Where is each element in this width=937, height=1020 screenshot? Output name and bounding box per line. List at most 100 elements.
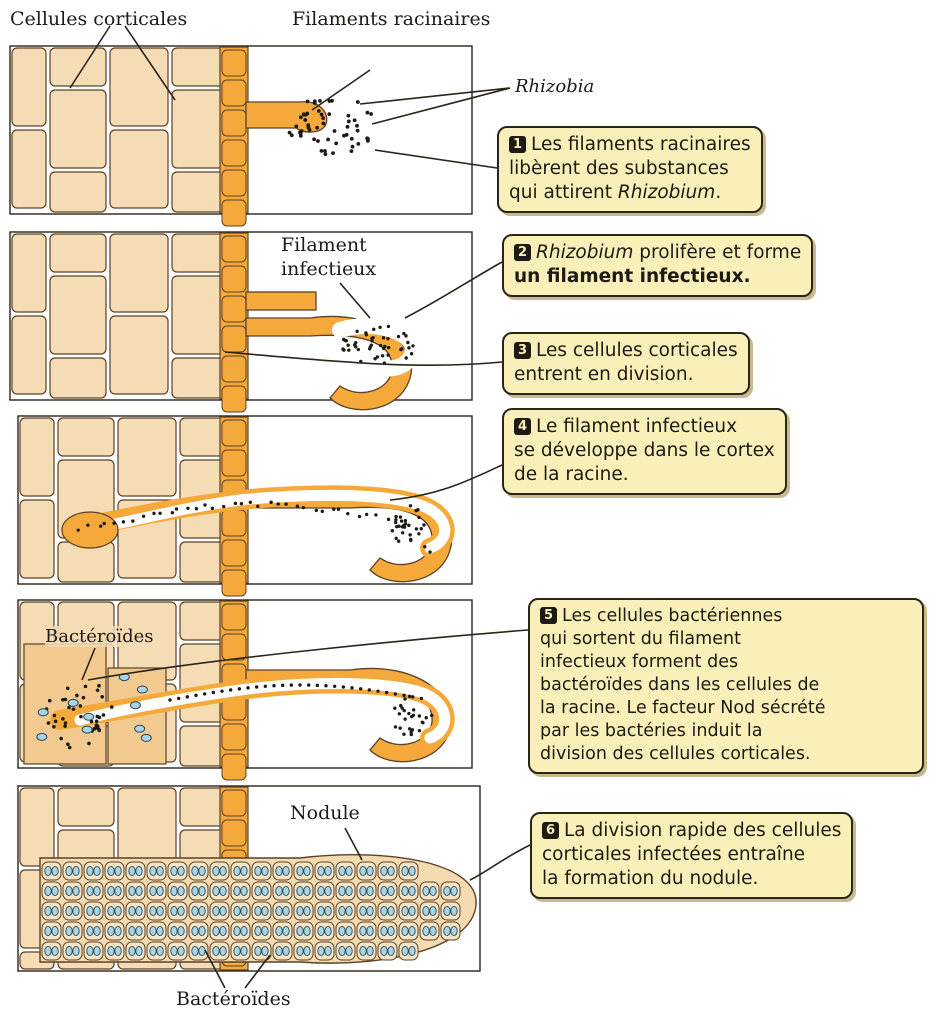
- bacteroid: [220, 866, 226, 875]
- label-bacteroids-bottom: Bactéroïdes: [176, 988, 291, 1010]
- bacteroid: [304, 926, 310, 935]
- rhizobium-dot: [84, 685, 88, 689]
- bacteroid: [304, 886, 310, 895]
- bacteroid: [262, 906, 268, 915]
- rhizobium-dot: [272, 684, 275, 687]
- rhizobium-dot: [347, 120, 351, 124]
- rhizobium-dot: [186, 507, 189, 510]
- bacteroid: [325, 926, 331, 935]
- rhizobium-dot: [264, 685, 267, 688]
- bacteroid: [171, 906, 177, 915]
- bacteroid: [66, 906, 72, 915]
- bacteroid: [451, 886, 457, 895]
- rhizobium-dot: [294, 124, 298, 128]
- cortex-panel-3: [18, 416, 472, 596]
- epidermal-cell: [222, 604, 246, 630]
- rhizobium-dot: [211, 507, 214, 510]
- rhizobium-dot: [316, 684, 319, 687]
- rhizobium-dot: [320, 113, 324, 117]
- epidermal-cell: [222, 386, 246, 412]
- bacteroid: [444, 926, 450, 935]
- rhizobium-dot: [318, 99, 322, 103]
- cortical-cell: [12, 316, 46, 394]
- rhizobium-dot: [408, 727, 411, 730]
- rhizobium-dot: [334, 141, 338, 145]
- bacteroid: [178, 886, 184, 895]
- rhizobium-dot: [298, 683, 301, 686]
- epidermal-cell: [222, 170, 246, 196]
- callout-step-5: 5Les cellules bactériennes qui sortent d…: [528, 598, 924, 774]
- epidermal-cell: [222, 200, 246, 226]
- rhizobium-dot: [428, 550, 431, 553]
- rhizobium-dot: [350, 137, 354, 141]
- epidermal-cell: [222, 326, 246, 352]
- cortical-cell: [118, 418, 176, 496]
- bacteroid: [283, 926, 289, 935]
- rhizobium-dot: [61, 698, 65, 702]
- callout-step-6: 6La division rapide des cellules cortica…: [530, 812, 853, 899]
- bacteroid: [45, 866, 51, 875]
- rhizobium-dot: [378, 326, 381, 329]
- bacteroid: [276, 926, 282, 935]
- bacteroid: [346, 906, 352, 915]
- rhizobium-dot: [342, 134, 346, 138]
- bacteroid: [213, 926, 219, 935]
- bacteroid: [276, 866, 282, 875]
- rhizobium-dot: [246, 686, 249, 689]
- bacteroid: [402, 926, 408, 935]
- bacteroid: [367, 886, 373, 895]
- bacteroid: [73, 866, 79, 875]
- rhizobium-dot: [249, 501, 252, 504]
- bacteroid: [283, 946, 289, 955]
- bacteroid: [87, 866, 93, 875]
- cortical-cell: [58, 418, 114, 456]
- bacteroid: [108, 946, 114, 955]
- bacteroid: [360, 946, 366, 955]
- rhizobium-dot: [415, 527, 418, 530]
- bacteroid: [255, 926, 261, 935]
- cortical-cell: [110, 130, 168, 208]
- rhizobium-dot: [411, 344, 414, 347]
- rhizobium-dot: [401, 531, 404, 534]
- rhizobium-dot: [75, 694, 79, 698]
- cortex-panel-2: [10, 232, 472, 412]
- bacteroid: [402, 866, 408, 875]
- rhizobium-dot: [394, 537, 397, 540]
- rhizobium-dot: [142, 515, 145, 518]
- bacteroid: [94, 946, 100, 955]
- rhizobium-dot: [66, 686, 70, 690]
- bacteroid: [136, 946, 142, 955]
- bacteroid: [129, 886, 135, 895]
- bacteroid: [52, 926, 58, 935]
- bacteroid: [430, 906, 436, 915]
- bacteroid: [115, 866, 121, 875]
- bacteroid: [94, 906, 100, 915]
- bacteroid: [241, 906, 247, 915]
- rhizobium-dot: [346, 512, 349, 515]
- bacteroid: [255, 866, 261, 875]
- rhizobium-dot: [402, 733, 405, 736]
- bacteroid: [150, 926, 156, 935]
- bacteroid: [73, 946, 79, 955]
- rhizobium-dot: [414, 509, 417, 512]
- bacteroid: [220, 906, 226, 915]
- bacteroid: [325, 946, 331, 955]
- rhizobium-dot: [307, 126, 311, 130]
- bacteroid: [94, 886, 100, 895]
- bacteroid: [339, 926, 345, 935]
- bacteroid: [178, 946, 184, 955]
- epidermal-cell: [222, 110, 246, 136]
- bacteroid: [255, 906, 261, 915]
- cortical-cell: [12, 130, 46, 208]
- bacteroid: [45, 886, 51, 895]
- callout-text: un filament infectieux.: [514, 265, 801, 289]
- rhizobium-dot: [399, 704, 402, 707]
- bacteroid: [325, 906, 331, 915]
- bacteroid: [171, 946, 177, 955]
- epidermal-cell: [222, 266, 246, 292]
- rhizobium-dot: [350, 686, 353, 689]
- rhizobium-dot: [347, 348, 350, 351]
- rhizobium-dot: [394, 692, 397, 695]
- rhizobium-dot: [341, 347, 344, 350]
- bacteroid: [136, 886, 142, 895]
